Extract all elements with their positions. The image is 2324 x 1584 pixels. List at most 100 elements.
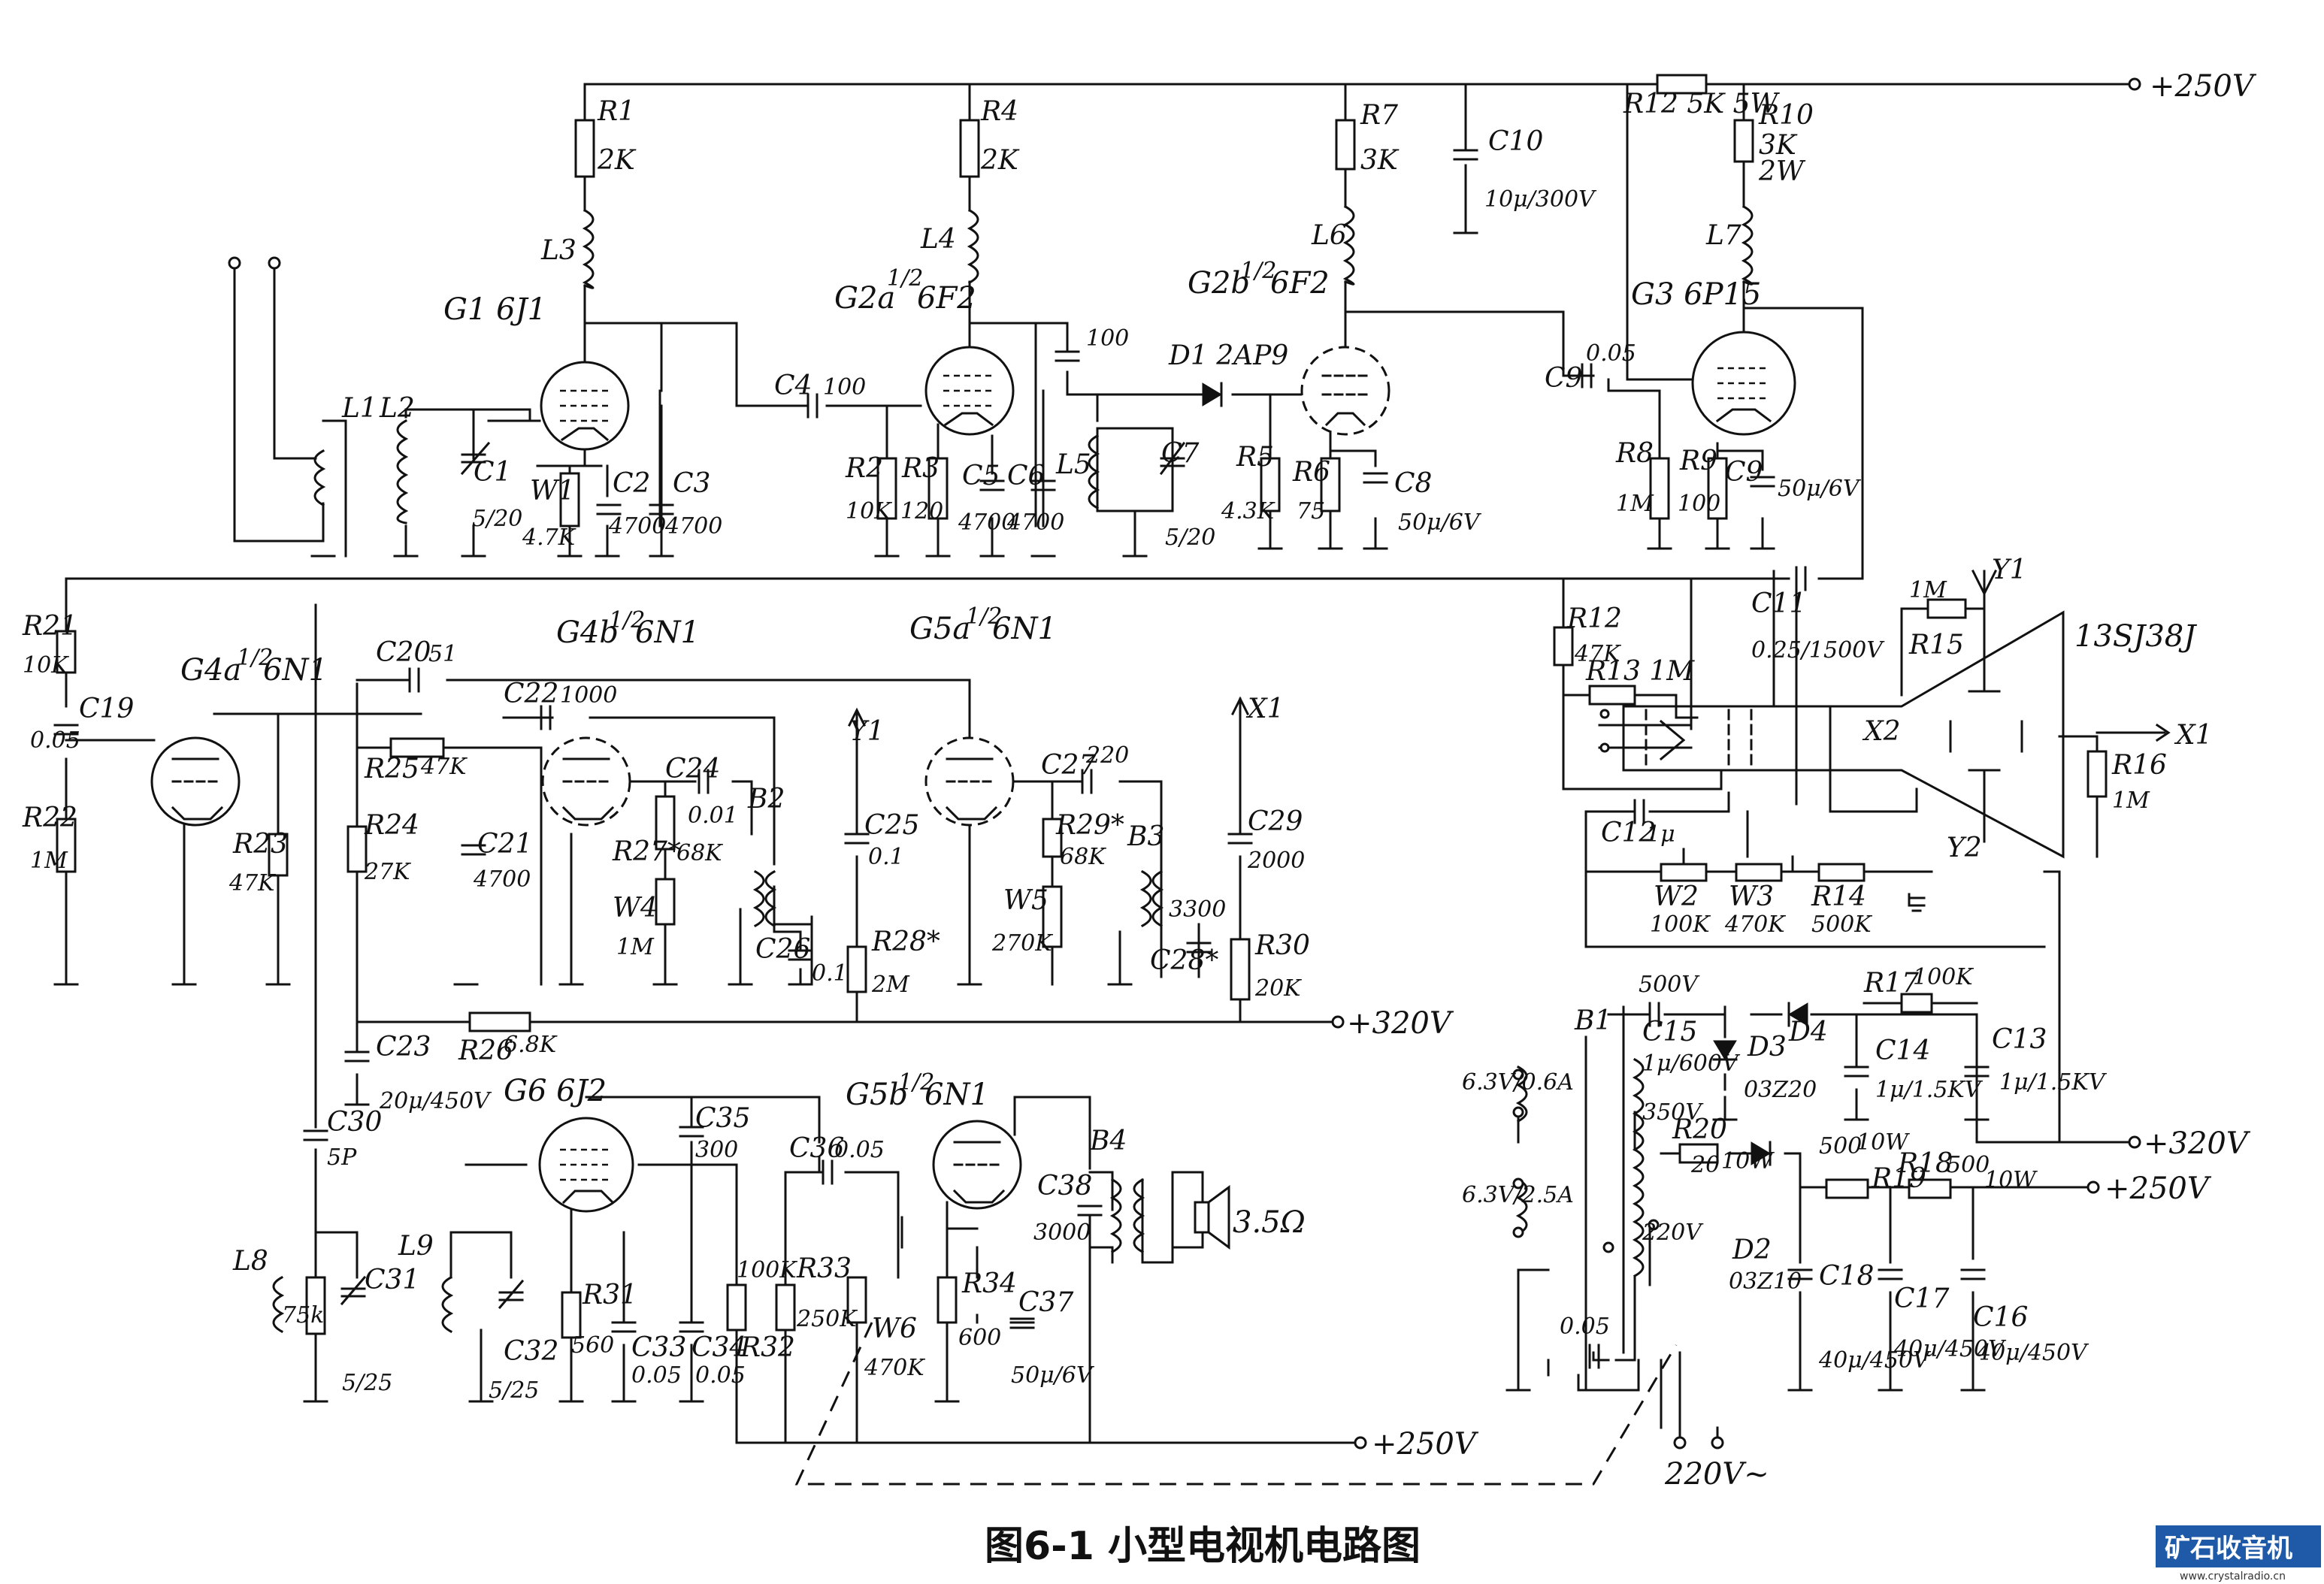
label-C22-value: 1000: [560, 682, 617, 709]
label-C9-value: 0.05: [1586, 340, 1636, 367]
capacitor-100: [1055, 350, 1080, 362]
label-R10: R10: [1758, 100, 1814, 131]
label-C12: C12: [1601, 818, 1656, 848]
label-tube-G2b: G2b: [1188, 266, 1250, 301]
label-L1: L1: [341, 393, 377, 424]
label-C31: C31: [365, 1265, 419, 1295]
label-C22: C22: [504, 679, 558, 709]
resistor-R14: [1817, 863, 1866, 882]
label-C36-value: 0.05: [834, 1137, 885, 1163]
capacitor-C14: [1844, 1066, 1869, 1078]
label-R27: R27*: [612, 836, 681, 867]
capacitor-C38: [1077, 1205, 1103, 1217]
speaker-magnet: [1194, 1201, 1210, 1234]
resistor-R29: [1042, 818, 1063, 858]
label-R3: R3: [901, 453, 940, 484]
label-C7: C7: [1161, 438, 1200, 469]
label-C8: C8: [1394, 468, 1432, 499]
label-C27-value: 220: [1085, 742, 1129, 769]
label-R9-value: 100: [1678, 491, 1720, 517]
resistor-R30: [1230, 938, 1251, 1001]
label-W4-value: 1M: [616, 934, 655, 960]
label-R2: R2: [845, 453, 883, 484]
diode-D4: [1788, 1002, 1808, 1026]
potentiometer-W6: [846, 1276, 867, 1324]
capacitor-C22: [540, 705, 552, 730]
label-C6: C6: [1007, 461, 1045, 491]
label-R7: R7: [1360, 100, 1398, 131]
label-C19-value: 0.05: [30, 727, 80, 754]
label-C25: C25: [864, 810, 919, 841]
label-C5-value: 4700: [958, 509, 1015, 536]
label-C18: C18: [1819, 1261, 1874, 1292]
label-Y2: Y2: [1947, 833, 1982, 863]
label-C3: C3: [673, 468, 710, 499]
label-C21-value: 4700: [473, 866, 531, 893]
label-C19: C19: [79, 694, 134, 724]
label-rail-320v-right: +320V: [2144, 1126, 2251, 1161]
label-C7-value: 5/20: [1165, 524, 1215, 551]
capacitor-C26: [788, 949, 813, 961]
resistor-R34: [937, 1276, 958, 1324]
figure-caption: 图6-1 小型电视机电路图: [985, 1524, 1421, 1569]
label-tube-G3: G3 6P15: [1631, 277, 1761, 312]
inductor-L2: [396, 419, 409, 524]
label-C14-value: 1μ/1.5KV: [1875, 1077, 1984, 1103]
label-R17-value: 100K: [1913, 964, 1974, 990]
labels: +250V +320V +250V +320V +250V 220V~ G1 6…: [22, 69, 2321, 1582]
capacitor-C2: [596, 503, 622, 515]
capacitor-C21: [461, 844, 486, 856]
label-L5: L5: [1055, 449, 1091, 480]
label-R20: R20: [1672, 1114, 1727, 1145]
label-R6-value: 75: [1297, 498, 1325, 524]
resistor-R15: [1926, 598, 1967, 619]
wire-g2b-to-c9: [1344, 310, 1595, 377]
label-C2: C2: [613, 468, 650, 499]
label-C25-value: 0.1: [868, 844, 904, 870]
diode-D3: [1713, 1040, 1737, 1060]
label-L2: L2: [379, 393, 415, 424]
label-half: 1/2: [898, 1069, 934, 1096]
label-R32-value: 100K: [737, 1257, 797, 1283]
label-half: 1/2: [609, 607, 645, 633]
label-D2-value: 03Z10: [1729, 1268, 1802, 1295]
label-C10-value: 10μ/300V: [1484, 186, 1597, 213]
resistor-R27: [655, 795, 676, 851]
label-W2-value: 100K: [1650, 911, 1711, 938]
resistor-R3: [927, 457, 949, 520]
label-R5-value: 4.3K: [1221, 498, 1275, 524]
label-R8: R8: [1615, 438, 1654, 469]
label-C36: C36: [789, 1133, 844, 1164]
label-L3: L3: [540, 235, 576, 266]
label-R31: R31: [582, 1280, 637, 1310]
capacitor-C15: [1648, 1002, 1660, 1027]
label-R2-value: 10K: [846, 498, 892, 524]
label-C29: C29: [1248, 806, 1303, 837]
resistor-R21: [56, 630, 77, 674]
label-C12-value: 1μ: [1646, 821, 1675, 848]
capacitor-C12: [1633, 799, 1645, 824]
capacitor-C5: [979, 479, 1005, 491]
label-R19-value: 500: [1819, 1133, 1862, 1159]
label-350v: 350V: [1642, 1099, 1704, 1126]
watermark-url: www.crystalradio.cn: [2180, 1570, 2286, 1582]
label-C13: C13: [1992, 1024, 2047, 1055]
label-half: 1/2: [1240, 258, 1276, 284]
label-C17: C17: [1894, 1283, 1949, 1314]
antenna-terminal-1: [228, 256, 241, 270]
tube-G5a: [924, 736, 1015, 827]
symbols: [53, 74, 2171, 1449]
label-C35: C35: [695, 1103, 750, 1134]
label-C34: C34: [691, 1332, 746, 1363]
resistor-R25: [389, 737, 445, 758]
tube-G5b: [932, 1120, 1022, 1210]
label-C16-value: 40μ/450V: [1976, 1340, 2089, 1366]
label-C23-value: 20μ/450V: [379, 1088, 492, 1114]
label-tube-G2b-type: 6F2: [1270, 266, 1330, 301]
label-C30: C30: [327, 1107, 382, 1138]
terminal-250v-top: [2128, 77, 2141, 91]
label-C15-value: 1μ/600V: [1642, 1050, 1741, 1077]
tube-G2a: [924, 346, 1015, 436]
label-C18-value: 40μ/450V: [1818, 1347, 1932, 1374]
